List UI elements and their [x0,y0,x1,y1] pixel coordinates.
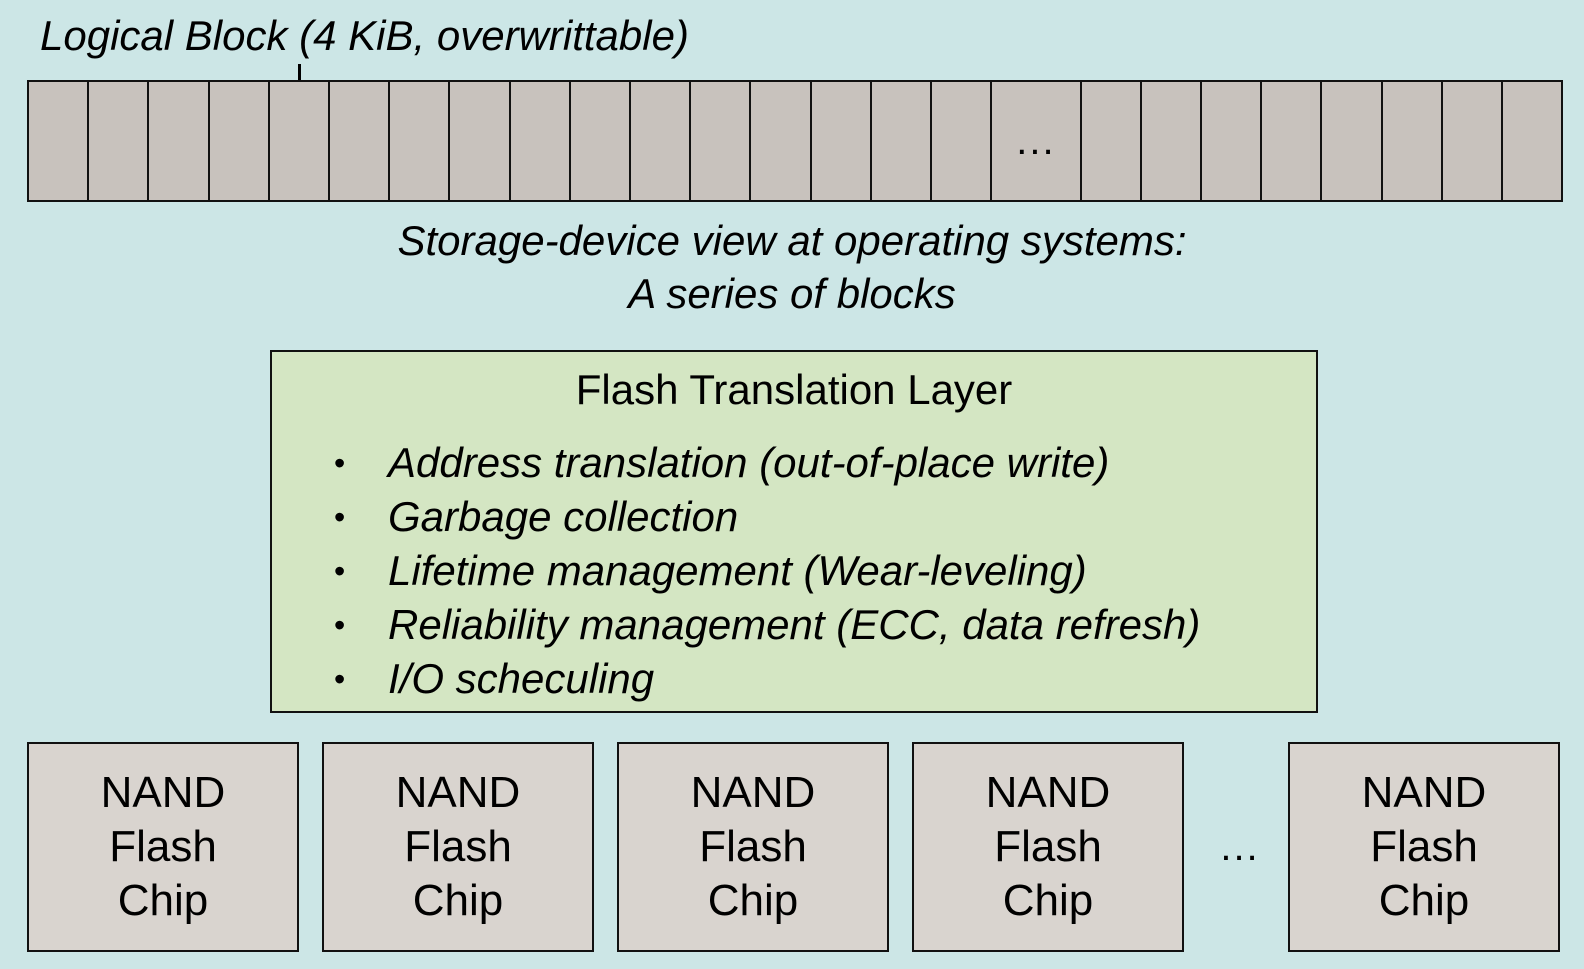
logical-block-cell [751,82,812,200]
logical-block-cell [1082,82,1142,200]
chip-label-line2: Flash [1370,822,1478,871]
logical-block-cell [631,82,692,200]
chip-label-line3: Chip [412,876,504,925]
logical-block-cell [1142,82,1202,200]
logical-block-cell [1383,82,1443,200]
chip-label-line1: NAND [985,768,1111,817]
os-view-caption-line2: A series of blocks [628,270,956,317]
ftl-title: Flash Translation Layer [575,366,1013,413]
logical-block-cell [571,82,632,200]
nand-flash-chip: NAND Flash Chip [912,742,1184,952]
logical-block-cell [1202,82,1263,200]
logical-block-strip: ... [27,80,1563,202]
bullet-icon: • [334,661,346,697]
chip-label-line2: Flash [109,822,217,871]
chip-label-line1: NAND [100,768,226,817]
list-item: • Reliability management (ECC, data refr… [272,598,1200,652]
logical-block-cell [210,82,270,200]
bullet-icon: • [334,445,346,481]
chips-ellipsis: ... [1220,825,1260,869]
logical-block-cell [691,82,752,200]
os-view-caption-line1: Storage-device view at operating systems… [397,217,1187,264]
logical-block-cell [1322,82,1383,200]
ftl-item-label: Reliability management (ECC, data refres… [388,601,1201,648]
chip-label-line2: Flash [699,822,807,871]
logical-block-cell [89,82,150,200]
bullet-icon: • [334,607,346,643]
chip-label-line1: NAND [1361,768,1487,817]
chip-label-line1: NAND [395,768,521,817]
ftl-item-label: Address translation (out-of-place write) [388,439,1110,486]
logical-block-ellipsis: ... [992,82,1082,200]
nand-flash-chip: NAND Flash Chip [27,742,299,952]
chip-label-line1: NAND [690,768,816,817]
logical-block-cell [330,82,391,200]
logical-block-cell [29,82,90,200]
logical-block-cell [1443,82,1503,200]
ftl-feature-list: • Address translation (out-of-place writ… [272,436,1200,706]
logical-block-cell [1503,82,1561,200]
list-item: • Garbage collection [272,490,1200,544]
nand-flash-chip: NAND Flash Chip [322,742,594,952]
chip-label-line2: Flash [994,822,1102,871]
os-view-caption: Storage-device view at operating systems… [0,214,1584,320]
logical-block-cell [812,82,872,200]
chip-label-line3: Chip [1378,876,1470,925]
ftl-box: Flash Translation Layer • Address transl… [270,350,1318,713]
chip-label-line2: Flash [404,822,512,871]
ftl-item-label: I/O scheculing [388,655,655,702]
logical-block-cell [511,82,571,200]
ftl-item-label: Lifetime management (Wear-leveling) [388,547,1087,594]
bullet-icon: • [334,553,346,589]
list-item: • I/O scheculing [272,652,1200,706]
logical-block-cell [932,82,993,200]
logical-block-cell [149,82,210,200]
list-item: • Lifetime management (Wear-leveling) [272,544,1200,598]
bullet-icon: • [334,499,346,535]
chip-label-line3: Chip [1002,876,1094,925]
logical-block-cell [450,82,511,200]
logical-block-cell [1262,82,1323,200]
chip-label-line3: Chip [117,876,209,925]
nand-flash-chip: NAND Flash Chip [1288,742,1560,952]
logical-block-label: Logical Block (4 KiB, overwrittable) [40,12,689,59]
logical-block-cell [872,82,933,200]
list-item: • Address translation (out-of-place writ… [272,436,1200,490]
chip-label-line3: Chip [707,876,799,925]
logical-block-cell [390,82,451,200]
nand-flash-chip: NAND Flash Chip [617,742,889,952]
ftl-item-label: Garbage collection [388,493,739,540]
logical-block-cell [270,82,331,200]
